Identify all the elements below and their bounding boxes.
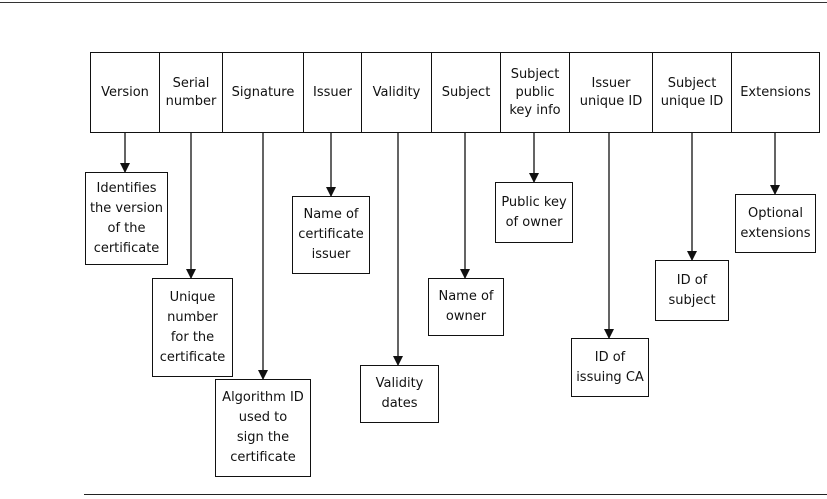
bottom-rule [84, 494, 827, 495]
field-serial-number: Serial number [159, 52, 223, 133]
field-validity: Validity [361, 52, 432, 133]
desc-issuer: Name of certificate issuer [292, 196, 370, 274]
field-subject-public-key-info: Subject public key info [500, 52, 570, 133]
field-subject: Subject [431, 52, 501, 133]
field-issuer-unique-id: Issuer unique ID [569, 52, 653, 133]
field-version: Version [90, 52, 160, 133]
field-extensions: Extensions [731, 52, 820, 133]
desc-issuer-unique-id: ID of issuing CA [571, 338, 649, 397]
field-issuer: Issuer [303, 52, 362, 133]
desc-subject-unique-id: ID of subject [655, 260, 729, 321]
desc-validity: Validity dates [360, 365, 439, 423]
desc-serial-number: Unique number for the certificate [152, 278, 233, 377]
desc-version: Identifies the version of the certificat… [85, 172, 168, 265]
desc-signature: Algorithm ID used to sign the certificat… [215, 379, 311, 477]
field-subject-unique-id: Subject unique ID [652, 52, 732, 133]
top-rule [0, 2, 827, 3]
desc-subject-public-key-info: Public key of owner [495, 182, 573, 243]
desc-extensions: Optional extensions [735, 194, 816, 253]
desc-subject: Name of owner [428, 278, 504, 336]
